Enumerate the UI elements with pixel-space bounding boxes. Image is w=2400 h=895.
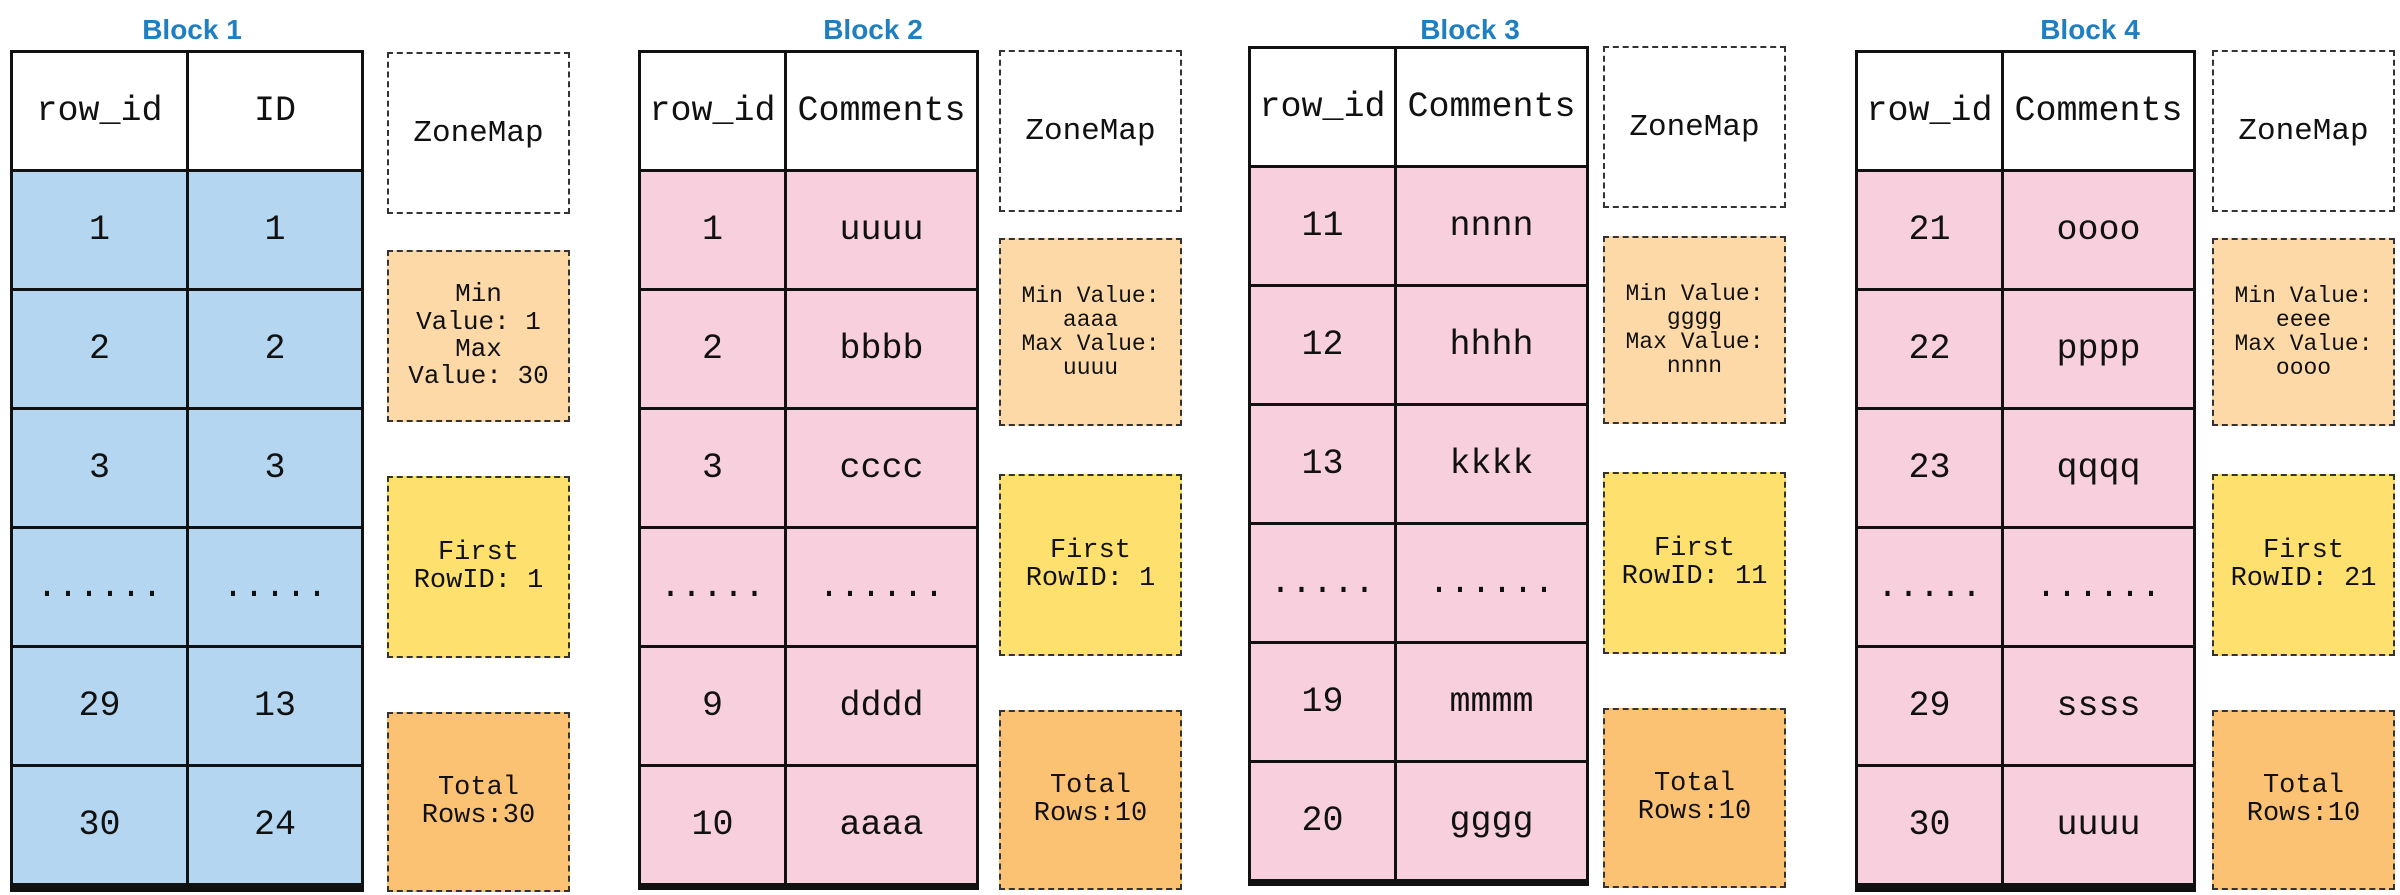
table-cell: 3 bbox=[189, 410, 361, 526]
table-cell: uuuu bbox=[2004, 767, 2193, 883]
table-cell: 2 bbox=[641, 291, 784, 407]
block-3-table: row_id Comments 11 nnnn 12 hhhh 13 kkkk … bbox=[1248, 46, 1589, 886]
table-cell-ellipsis: ...... bbox=[13, 529, 186, 645]
table-cell-ellipsis: ..... bbox=[189, 529, 361, 645]
table-cell: oooo bbox=[2004, 172, 2193, 288]
table-cell: nnnn bbox=[1397, 168, 1586, 284]
zonemap-first-rowid: First RowID: 1 bbox=[387, 476, 570, 658]
table-cell-ellipsis: ...... bbox=[787, 529, 976, 645]
table-cell: 13 bbox=[189, 648, 361, 764]
table-cell: 2 bbox=[189, 291, 361, 407]
column-header-row-id: row_id bbox=[641, 53, 784, 169]
table-cell: 20 bbox=[1251, 763, 1394, 879]
table-cell: 13 bbox=[1251, 406, 1394, 522]
zonemap-min-max: Min Value: 1 Max Value: 30 bbox=[387, 250, 570, 422]
zonemap-total-rows: Total Rows:10 bbox=[2212, 710, 2395, 890]
table-cell: 29 bbox=[13, 648, 186, 764]
zonemap-min-max: Min Value: aaaa Max Value: uuuu bbox=[999, 238, 1182, 426]
block-1-title: Block 1 bbox=[142, 14, 242, 45]
table-cell: 1 bbox=[189, 172, 361, 288]
column-header-comments: Comments bbox=[2004, 53, 2193, 169]
table-cell: 11 bbox=[1251, 168, 1394, 284]
table-cell: 3 bbox=[641, 410, 784, 526]
table-cell-ellipsis: ...... bbox=[1397, 525, 1586, 641]
zonemap-min-max: Min Value: eeee Max Value: oooo bbox=[2212, 238, 2395, 426]
zonemap-label: ZoneMap bbox=[2212, 50, 2395, 212]
table-cell: 1 bbox=[13, 172, 186, 288]
table-cell: hhhh bbox=[1397, 287, 1586, 403]
zonemap-first-rowid: First RowID: 11 bbox=[1603, 472, 1786, 654]
zonemap-label: ZoneMap bbox=[1603, 46, 1786, 208]
table-cell: qqqq bbox=[2004, 410, 2193, 526]
table-cell: 21 bbox=[1858, 172, 2001, 288]
zonemap-label: ZoneMap bbox=[999, 50, 1182, 212]
table-cell: aaaa bbox=[787, 767, 976, 883]
table-cell-ellipsis: ..... bbox=[641, 529, 784, 645]
table-cell: 29 bbox=[1858, 648, 2001, 764]
table-cell: 1 bbox=[641, 172, 784, 288]
table-cell: mmmm bbox=[1397, 644, 1586, 760]
table-cell: 3 bbox=[13, 410, 186, 526]
zonemap-min-max: Min Value: gggg Max Value: nnnn bbox=[1603, 236, 1786, 424]
table-cell: gggg bbox=[1397, 763, 1586, 879]
table-cell: kkkk bbox=[1397, 406, 1586, 522]
table-cell: 19 bbox=[1251, 644, 1394, 760]
table-cell: 30 bbox=[1858, 767, 2001, 883]
block-2-table: row_id Comments 1 uuuu 2 bbbb 3 cccc ...… bbox=[638, 50, 979, 890]
zonemap-first-rowid: First RowID: 21 bbox=[2212, 474, 2395, 656]
table-cell: 10 bbox=[641, 767, 784, 883]
column-header-row-id: row_id bbox=[13, 53, 186, 169]
table-cell-ellipsis: ..... bbox=[1251, 525, 1394, 641]
block-1-table: row_id ID 1 1 2 2 3 3 ...... ..... 29 13… bbox=[10, 50, 364, 892]
block-2-title: Block 2 bbox=[823, 14, 923, 45]
zonemap-total-rows: Total Rows:10 bbox=[1603, 708, 1786, 888]
table-cell: ssss bbox=[2004, 648, 2193, 764]
zonemap-first-rowid: First RowID: 1 bbox=[999, 474, 1182, 656]
table-cell-ellipsis: ...... bbox=[2004, 529, 2193, 645]
column-header-comments: Comments bbox=[787, 53, 976, 169]
table-cell: 9 bbox=[641, 648, 784, 764]
table-cell: bbbb bbox=[787, 291, 976, 407]
table-cell: 23 bbox=[1858, 410, 2001, 526]
table-cell: dddd bbox=[787, 648, 976, 764]
table-cell: 2 bbox=[13, 291, 186, 407]
column-header-row-id: row_id bbox=[1858, 53, 2001, 169]
zonemap-total-rows: Total Rows:10 bbox=[999, 710, 1182, 890]
table-cell-ellipsis: ..... bbox=[1858, 529, 2001, 645]
table-cell: 12 bbox=[1251, 287, 1394, 403]
table-cell: cccc bbox=[787, 410, 976, 526]
table-cell: 22 bbox=[1858, 291, 2001, 407]
table-cell: uuuu bbox=[787, 172, 976, 288]
table-cell: 30 bbox=[13, 767, 186, 883]
block-4-title: Block 4 bbox=[2040, 14, 2140, 45]
zonemap-label: ZoneMap bbox=[387, 52, 570, 214]
table-cell: 24 bbox=[189, 767, 361, 883]
table-cell: pppp bbox=[2004, 291, 2193, 407]
column-header-comments: Comments bbox=[1397, 49, 1586, 165]
column-header-id: ID bbox=[189, 53, 361, 169]
block-3-title: Block 3 bbox=[1420, 14, 1520, 45]
block-4-table: row_id Comments 21 oooo 22 pppp 23 qqqq … bbox=[1855, 50, 2196, 892]
column-header-row-id: row_id bbox=[1251, 49, 1394, 165]
zonemap-total-rows: Total Rows:30 bbox=[387, 712, 570, 892]
